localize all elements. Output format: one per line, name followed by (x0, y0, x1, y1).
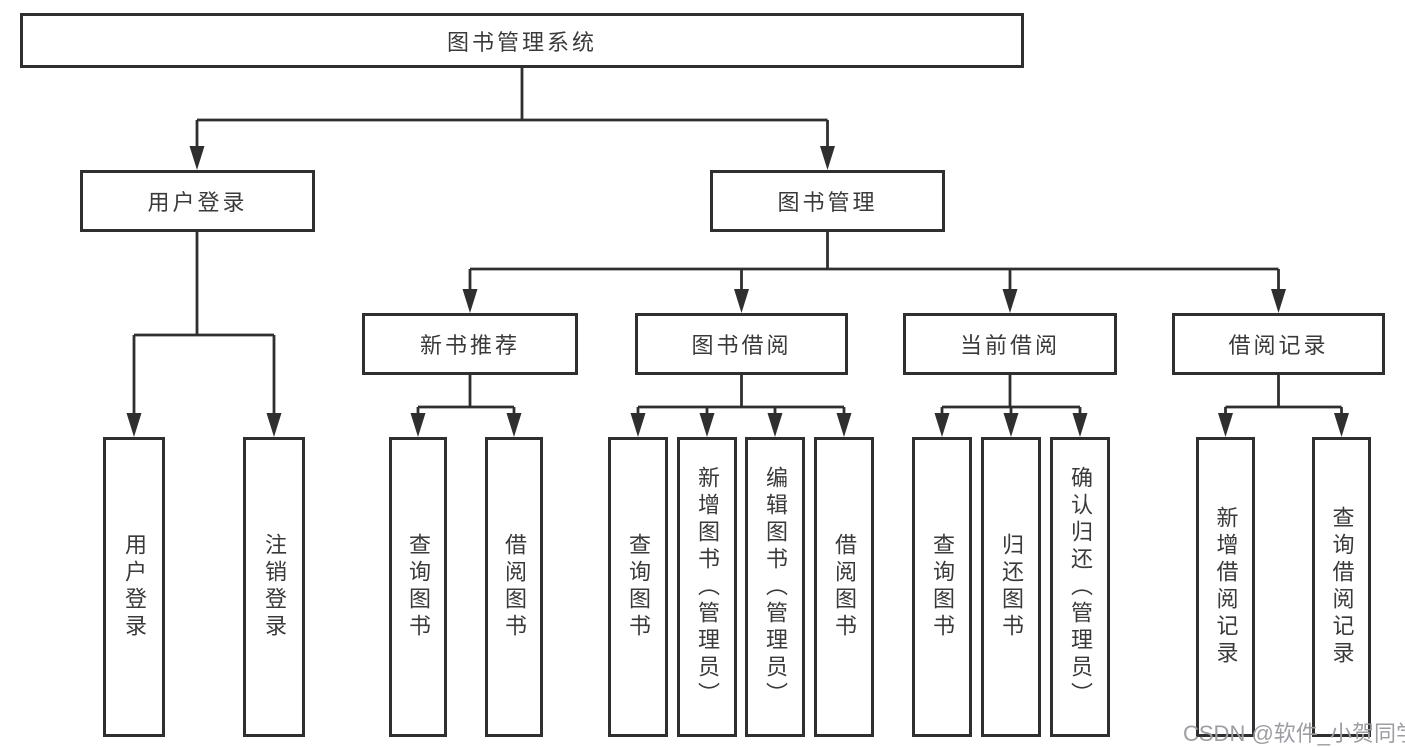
node-current-borrow: 当前借阅 (903, 313, 1117, 375)
leaf-confirm-return-admin-label: 确认归还（管理员） (1068, 465, 1093, 709)
node-book-borrow-label: 图书借阅 (691, 333, 792, 358)
leaf-user-login-label: 用户登录 (122, 533, 147, 641)
leaf-query-borrow-record: 查询借阅记录 (1312, 437, 1371, 737)
leaf-user-login: 用户登录 (103, 437, 165, 737)
leaf-query-books-borrow-label: 查询图书 (626, 533, 651, 641)
node-new-book-recommend-label: 新书推荐 (419, 333, 520, 358)
node-borrow-records: 借阅记录 (1172, 313, 1385, 375)
node-current-borrow-label: 当前借阅 (959, 333, 1060, 358)
leaf-query-books-current: 查询图书 (912, 437, 972, 737)
leaf-confirm-return-admin: 确认归还（管理员） (1050, 437, 1110, 737)
node-library-system-label: 图书管理系统 (446, 29, 597, 55)
leaf-borrow-books: 借阅图书 (814, 437, 874, 737)
leaf-query-borrow-record-label: 查询借阅记录 (1329, 506, 1355, 668)
leaf-return-books-label: 归还图书 (999, 533, 1024, 641)
leaf-edit-book-admin: 编辑图书（管理员） (745, 437, 805, 737)
leaf-query-books-recommend: 查询图书 (389, 437, 447, 737)
leaf-add-borrow-record-label: 新增借阅记录 (1213, 506, 1239, 668)
leaf-logout: 注销登录 (243, 437, 305, 737)
leaf-borrow-books-label: 借阅图书 (832, 533, 857, 641)
leaf-borrow-books-recommend: 借阅图书 (485, 437, 543, 737)
leaf-add-book-admin-label: 新增图书（管理员） (695, 465, 720, 709)
node-borrow-records-label: 借阅记录 (1228, 333, 1329, 358)
csdn-watermark: CSDN @软件_小贺同学 (1183, 721, 1405, 746)
node-book-management: 图书管理 (710, 170, 945, 232)
leaf-query-books-recommend-label: 查询图书 (406, 533, 431, 641)
leaf-logout-label: 注销登录 (262, 533, 287, 641)
node-user-login: 用户登录 (80, 170, 315, 232)
node-new-book-recommend: 新书推荐 (362, 313, 578, 375)
leaf-query-books-current-label: 查询图书 (930, 533, 955, 641)
node-user-login-label: 用户登录 (147, 190, 248, 215)
leaf-edit-book-admin-label: 编辑图书（管理员） (763, 465, 788, 709)
node-library-system: 图书管理系统 (20, 13, 1024, 68)
leaf-query-books-borrow: 查询图书 (608, 437, 668, 737)
leaf-add-borrow-record: 新增借阅记录 (1196, 437, 1255, 737)
leaf-return-books: 归还图书 (981, 437, 1041, 737)
leaf-borrow-books-recommend-label: 借阅图书 (502, 533, 527, 641)
node-book-management-label: 图书管理 (777, 190, 878, 215)
node-book-borrow: 图书借阅 (635, 313, 848, 375)
leaf-add-book-admin: 新增图书（管理员） (677, 437, 737, 737)
